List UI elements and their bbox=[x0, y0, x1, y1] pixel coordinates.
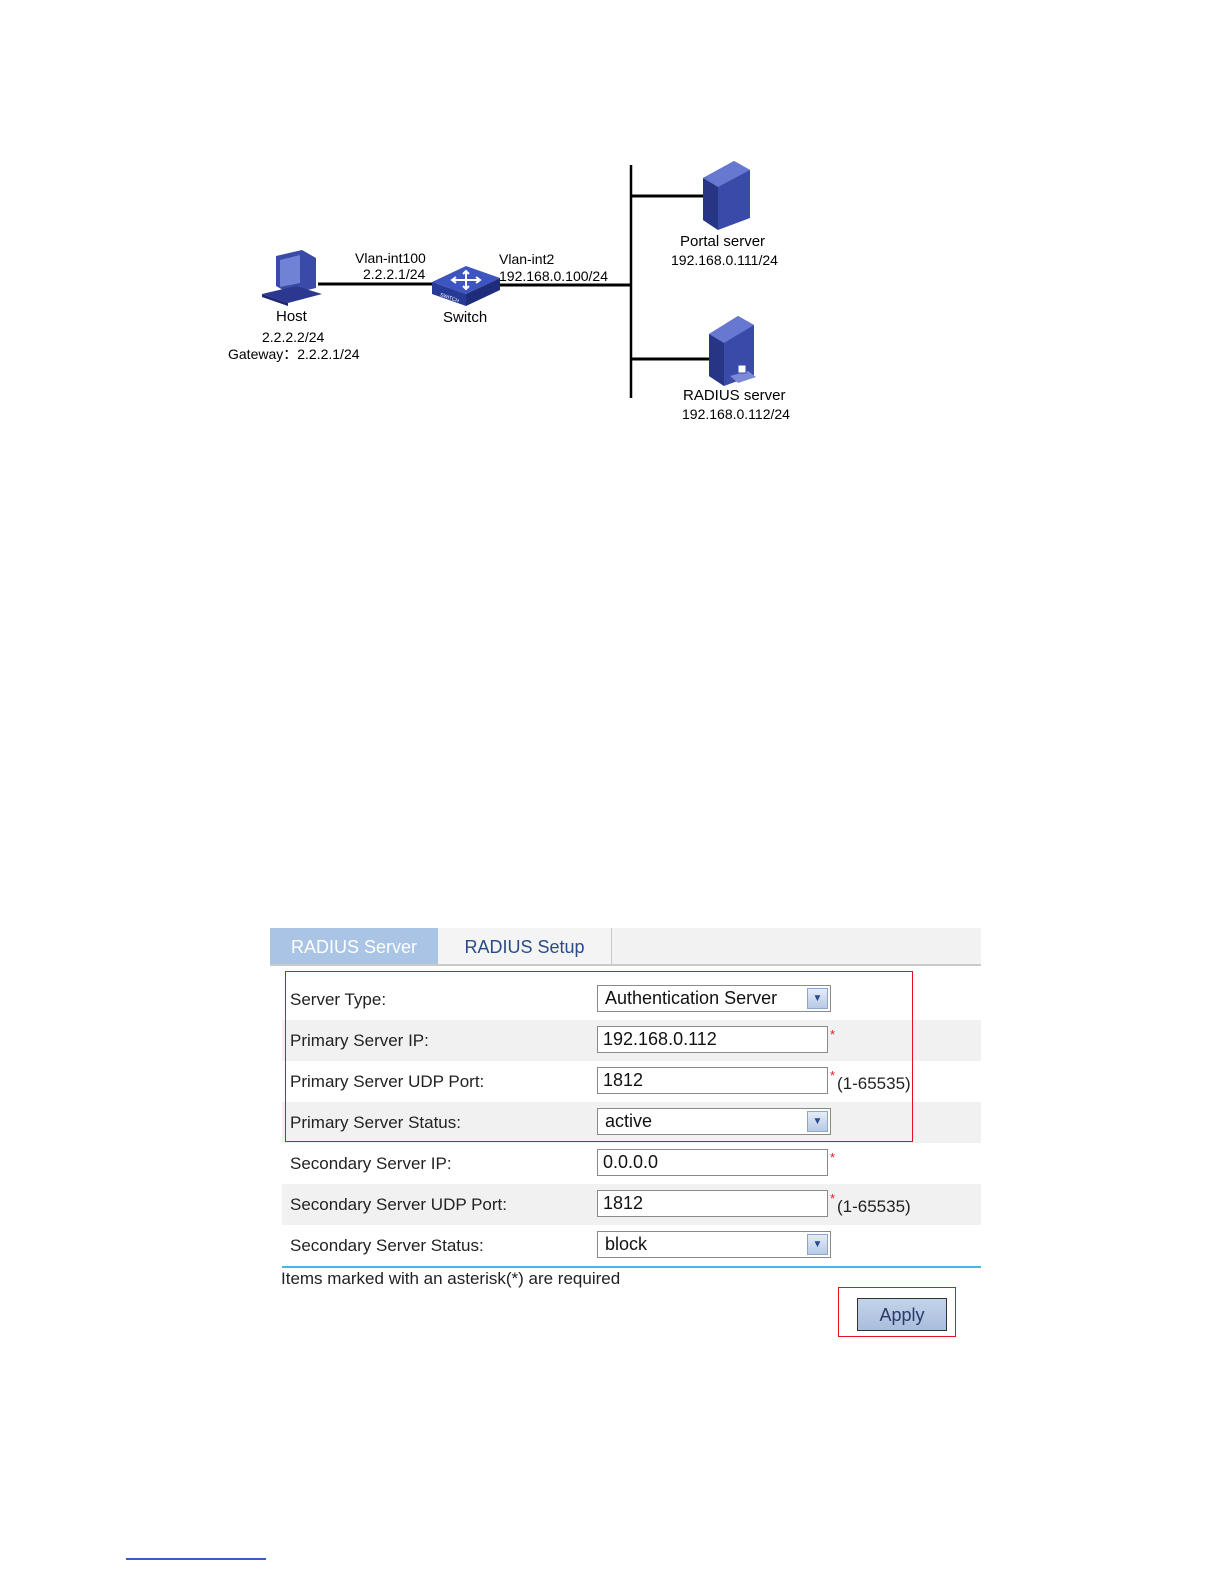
required-asterisk: * bbox=[830, 1191, 836, 1206]
primary-server-status-select[interactable]: active ▼ bbox=[597, 1108, 831, 1135]
server-type-value: Authentication Server bbox=[605, 988, 778, 1008]
secondary-server-ip-label: Secondary Server IP: bbox=[290, 1154, 452, 1173]
radius-server-icon bbox=[709, 316, 756, 386]
port-range-hint: (1-65535) bbox=[837, 1197, 911, 1216]
required-asterisk: * bbox=[830, 1068, 836, 1083]
primary-server-status-label: Primary Server Status: bbox=[290, 1113, 461, 1132]
port-range-hint: (1-65535) bbox=[837, 1074, 911, 1093]
secondary-server-ip-input[interactable]: 0.0.0.0 bbox=[597, 1149, 828, 1176]
host-computer-icon bbox=[262, 250, 322, 306]
radius-ip: 192.168.0.112/24 bbox=[682, 406, 790, 422]
primary-settings-highlight-box bbox=[285, 971, 913, 1142]
switch-left-iface: Vlan-int100 bbox=[355, 250, 426, 266]
portal-server-icon bbox=[703, 161, 750, 230]
secondary-server-status-label: Secondary Server Status: bbox=[290, 1236, 484, 1255]
server-type-label: Server Type: bbox=[290, 990, 387, 1009]
row-server-type: Server Type: Authentication Server ▼ bbox=[282, 979, 981, 1020]
switch-left-ip: 2.2.2.1/24 bbox=[363, 266, 426, 282]
host-name: Host bbox=[276, 308, 307, 325]
host-ip: 2.2.2.2/24 bbox=[262, 329, 325, 345]
secondary-server-status-value: block bbox=[605, 1234, 648, 1254]
primary-server-udp-port-label: Primary Server UDP Port: bbox=[290, 1072, 485, 1091]
primary-server-status-value: active bbox=[605, 1111, 653, 1131]
radius-config-panel: RADIUS Server RADIUS Setup Server Type: … bbox=[270, 928, 981, 1348]
row-secondary-server-ip: Secondary Server IP: 0.0.0.0 * bbox=[282, 1143, 981, 1184]
primary-server-ip-input[interactable]: 192.168.0.112 bbox=[597, 1026, 828, 1053]
chevron-down-icon[interactable]: ▼ bbox=[807, 1111, 828, 1132]
portal-name: Portal server bbox=[680, 233, 766, 250]
secondary-server-udp-port-label: Secondary Server UDP Port: bbox=[290, 1195, 507, 1214]
required-asterisk: * bbox=[830, 1027, 836, 1042]
switch-name: Switch bbox=[443, 309, 488, 326]
footer-link-underline bbox=[126, 1558, 266, 1560]
row-secondary-server-status: Secondary Server Status: block ▼ bbox=[282, 1225, 981, 1266]
host-gateway: Gateway：2.2.2.1/24 bbox=[228, 346, 360, 362]
required-asterisk: * bbox=[830, 1150, 836, 1165]
apply-button[interactable]: Apply bbox=[857, 1298, 947, 1331]
primary-server-ip-label: Primary Server IP: bbox=[290, 1031, 429, 1050]
tab-radius-server[interactable]: RADIUS Server bbox=[270, 928, 438, 964]
chevron-down-icon[interactable]: ▼ bbox=[807, 988, 828, 1009]
switch-right-iface: Vlan-int2 bbox=[499, 251, 555, 267]
secondary-server-status-select[interactable]: block ▼ bbox=[597, 1231, 831, 1258]
form-divider bbox=[282, 1266, 981, 1268]
switch-right-ip: 192.168.0.100/24 bbox=[499, 268, 608, 284]
tab-radius-setup[interactable]: RADIUS Setup bbox=[438, 928, 612, 964]
tab-bar: RADIUS Server RADIUS Setup bbox=[270, 928, 981, 966]
row-primary-server-status: Primary Server Status: active ▼ bbox=[282, 1102, 981, 1143]
network-diagram: SWITCH Vlan-int100 2.2.2.1/24 Vlan-int2 … bbox=[0, 0, 1224, 440]
apply-highlight-box bbox=[838, 1287, 956, 1337]
row-primary-server-udp-port: Primary Server UDP Port: 1812 * (1-65535… bbox=[282, 1061, 981, 1102]
chevron-down-icon[interactable]: ▼ bbox=[807, 1234, 828, 1255]
radius-name: RADIUS server bbox=[683, 387, 786, 404]
secondary-server-udp-port-input[interactable]: 1812 bbox=[597, 1190, 828, 1217]
required-note: Items marked with an asterisk(*) are req… bbox=[281, 1269, 621, 1288]
switch-icon: SWITCH bbox=[432, 266, 500, 306]
row-secondary-server-udp-port: Secondary Server UDP Port: 1812 * (1-655… bbox=[282, 1184, 981, 1225]
primary-server-udp-port-input[interactable]: 1812 bbox=[597, 1067, 828, 1094]
diagram-canvas: SWITCH bbox=[262, 161, 756, 398]
row-primary-server-ip: Primary Server IP: 192.168.0.112 * bbox=[282, 1020, 981, 1061]
server-type-select[interactable]: Authentication Server ▼ bbox=[597, 985, 831, 1012]
portal-ip: 192.168.0.111/24 bbox=[671, 252, 778, 268]
